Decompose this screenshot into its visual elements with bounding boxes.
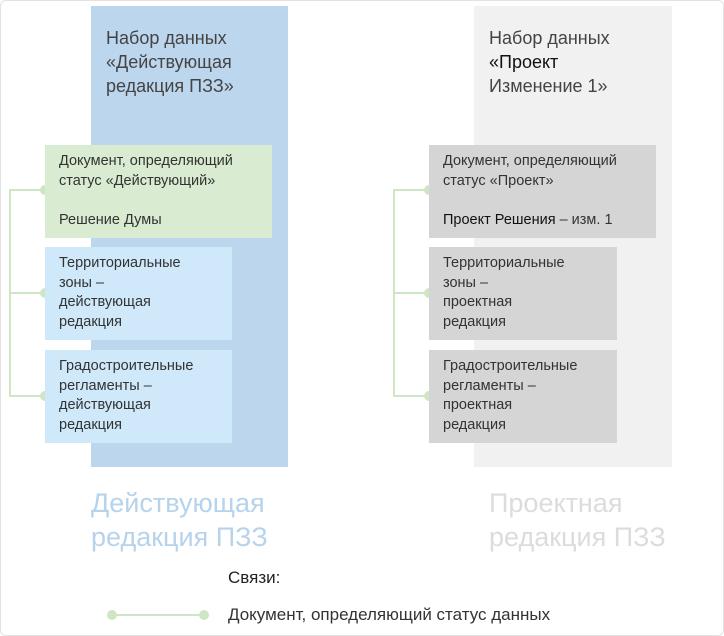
current-reg-line2: регламенты –	[59, 377, 152, 394]
current-edition-line2: редакция ПЗЗ	[91, 522, 268, 552]
project-status-document: Документ, определяющий статус «Проект» П…	[429, 145, 656, 238]
current-doc-line1: Документ, определяющий	[59, 153, 233, 169]
project-edition-label: Проектная редакция ПЗЗ	[489, 486, 719, 554]
current-dataset-title: Набор данных «Действующая редакция ПЗЗ»	[106, 26, 286, 98]
project-edition-line1: Проектная	[489, 488, 623, 518]
project-doc-line1: Документ, определяющий	[443, 153, 617, 169]
legend-item-label: Документ, определяющий статус данных	[228, 605, 551, 624]
legend-node-end	[199, 610, 209, 620]
project-urban-regulations: Градостроительные регламенты – проектная…	[429, 350, 617, 443]
project-zones-line3: проектная	[443, 294, 513, 310]
current-reg-line3: действующая	[59, 397, 151, 413]
legend-node-start	[107, 610, 117, 620]
project-zones-line4: редакция	[443, 313, 506, 330]
current-edition-label: Действующая редакция ПЗЗ	[91, 486, 321, 554]
current-zones-line4: редакция	[59, 313, 122, 330]
project-edition-line2: редакция ПЗЗ	[489, 522, 666, 552]
project-doc-line3-bold: Проект Решения	[443, 212, 556, 228]
project-zones-line2: зоны –	[443, 274, 489, 291]
project-reg-line4: редакция	[443, 416, 506, 433]
project-territorial-zones: Территориальные зоны – проектная редакци…	[429, 247, 617, 340]
project-zones-line1: Территориальные	[443, 255, 565, 271]
project-doc-line3: Проект Решения – изм. 1	[443, 211, 642, 231]
current-edition-line1: Действующая	[91, 488, 265, 518]
current-reg-line4: редакция	[59, 416, 122, 433]
current-zones-line3: действующая	[59, 294, 151, 310]
current-title-line1: Набор данных	[106, 28, 227, 48]
project-reg-line1: Градостроительные	[443, 358, 578, 374]
project-doc-line3-rest: – изм. 1	[555, 212, 613, 228]
current-zones-line1: Территориальные	[59, 255, 181, 271]
current-title-line3: редакция ПЗЗ»	[106, 76, 234, 96]
current-status-document: Документ, определяющий статус «Действующ…	[45, 145, 272, 238]
current-urban-regulations: Градостроительные регламенты – действующ…	[45, 350, 232, 443]
project-dataset-title: Набор данных «Проект Изменение 1»	[489, 26, 669, 98]
legend-title: Связи:	[228, 568, 281, 587]
current-doc-line2: статус «Действующий»	[59, 172, 216, 189]
current-territorial-zones: Территориальные зоны – действующая редак…	[45, 247, 232, 340]
current-doc-line3: Решение Думы	[59, 212, 162, 228]
project-title-line2: «Проект	[489, 52, 559, 72]
current-zones-line2: зоны –	[59, 274, 105, 291]
current-title-line2: «Действующая	[106, 52, 232, 72]
project-reg-line2: регламенты –	[443, 377, 536, 394]
project-title-line3: Изменение 1»	[489, 76, 608, 96]
project-reg-line3: проектная	[443, 397, 513, 413]
project-title-line1: Набор данных	[489, 28, 610, 48]
current-reg-line1: Градостроительные	[59, 358, 194, 374]
project-doc-line2: статус «Проект»	[443, 172, 554, 189]
